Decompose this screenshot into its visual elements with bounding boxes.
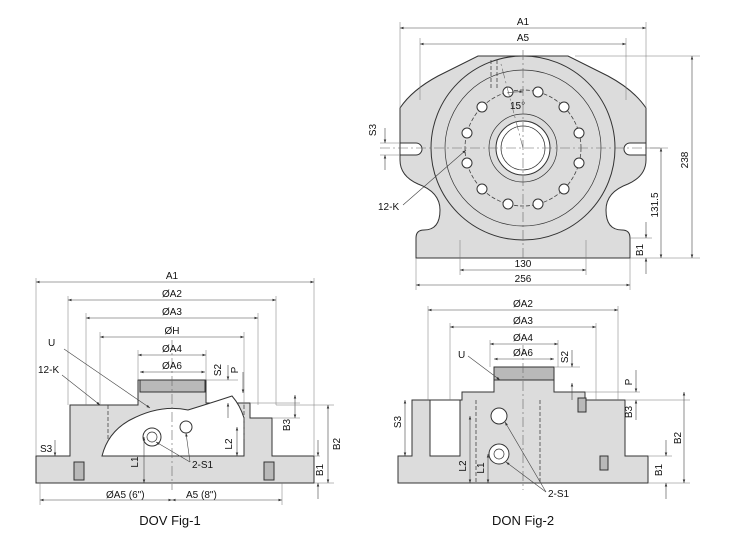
fig1-l2-label: L2 (224, 438, 235, 450)
fig1-s3-label: S3 (40, 444, 53, 455)
fig2-a2-label: ØA2 (513, 299, 533, 310)
left-slot (399, 142, 423, 156)
top-b1-label: B1 (635, 243, 646, 256)
fig2-caption: DON Fig-2 (492, 513, 554, 528)
fig1-s2-label: S2 (213, 363, 224, 376)
fig2-p-label: P (624, 378, 635, 385)
bolt-hole (558, 183, 570, 195)
bolt-hole (476, 183, 488, 195)
fig1-b2-label: B2 (332, 437, 343, 450)
fig2-port-b (488, 443, 510, 465)
fig1-l1-label: L1 (130, 456, 141, 468)
bolt-hole (573, 127, 585, 139)
fig1-a6-label: ØA6 (162, 361, 182, 372)
fig2-a3-label: ØA3 (513, 316, 533, 327)
fig2-s1-label: 2-S1 (548, 489, 570, 500)
fig2-a6-label: ØA6 (513, 348, 533, 359)
fig1-a4-label: ØA4 (162, 344, 182, 355)
top-angle-label: 15° (510, 101, 525, 112)
top-238-label: 238 (680, 151, 691, 168)
fig1-k-label: 12-K (38, 365, 59, 376)
fig1-a2-label: ØA2 (162, 289, 182, 300)
top-131-label: 131.5 (650, 192, 661, 217)
fig1-caption: DOV Fig-1 (139, 513, 200, 528)
bolt-hole (532, 198, 544, 210)
fig1-a3-label: ØA3 (162, 307, 182, 318)
top-256-label: 256 (515, 274, 532, 285)
fig2-l1-label: L1 (476, 462, 487, 474)
fig1-hub (139, 379, 206, 393)
bolt-hole (532, 86, 544, 98)
fig1-view: A1 ØA2 ØA3 ØH ØA4 ØA6 U 12-K S3 2-S1 ØA5… (35, 271, 343, 528)
fig1-port-b (179, 420, 193, 434)
fig1-a5-8-label: A5 (8") (186, 490, 217, 501)
fig2-b3-label: B3 (624, 405, 635, 418)
fig1-b1-label: B1 (315, 463, 326, 476)
fig2-slot-left (429, 399, 461, 457)
angle-centerline (500, 63, 524, 149)
fig2-bolt-right (599, 455, 609, 471)
fig2-b1-label: B1 (654, 463, 665, 476)
fig1-cutaway (101, 395, 245, 457)
bolt-hole (573, 157, 585, 169)
fig1-bolt-left (73, 461, 85, 481)
k-leader (402, 149, 467, 206)
top-s3-label: S3 (368, 123, 379, 136)
fig1-bolt-right (263, 461, 275, 481)
fig2-l2-label: L2 (458, 460, 469, 472)
top-view: A1 A5 256 130 15° 12-K 238 131.5 B1 S3 (368, 17, 700, 290)
top-k-label: 12-K (378, 202, 399, 213)
bolt-holes (461, 86, 585, 210)
fig1-p-label: P (230, 366, 241, 373)
fig1-a1-label: A1 (166, 271, 179, 282)
fig1-s1-label: 2-S1 (192, 460, 214, 471)
fig2-bolt-top (577, 397, 587, 413)
fig2-port-a (490, 407, 508, 425)
angle-arc (506, 90, 524, 94)
fig2-b2-label: B2 (673, 431, 684, 444)
fig1-u-label: U (48, 338, 55, 349)
fig1-a5-6-label: ØA5 (6") (106, 490, 145, 501)
top-130-label: 130 (515, 259, 532, 270)
fig2-a4-label: ØA4 (513, 333, 533, 344)
fig1-h-label: ØH (165, 326, 180, 337)
top-a5-label: A5 (517, 33, 530, 44)
bolt-hole (502, 198, 514, 210)
fig2-u-label: U (458, 350, 465, 361)
fig2-view: ØA2 ØA3 ØA4 ØA6 U 2-S1 S2 P B3 B2 B1 S3 … (393, 299, 690, 528)
top-a1-label: A1 (517, 17, 530, 28)
right-slot (623, 142, 647, 156)
bolt-hole (461, 157, 473, 169)
bolt-hole (558, 101, 570, 113)
bolt-hole (461, 127, 473, 139)
fig2-s2-label: S2 (560, 350, 571, 363)
bolt-hole (476, 101, 488, 113)
fig2-hub (493, 366, 555, 381)
fig1-b3-label: B3 (282, 418, 293, 431)
fig2-s3-label: S3 (393, 415, 404, 428)
